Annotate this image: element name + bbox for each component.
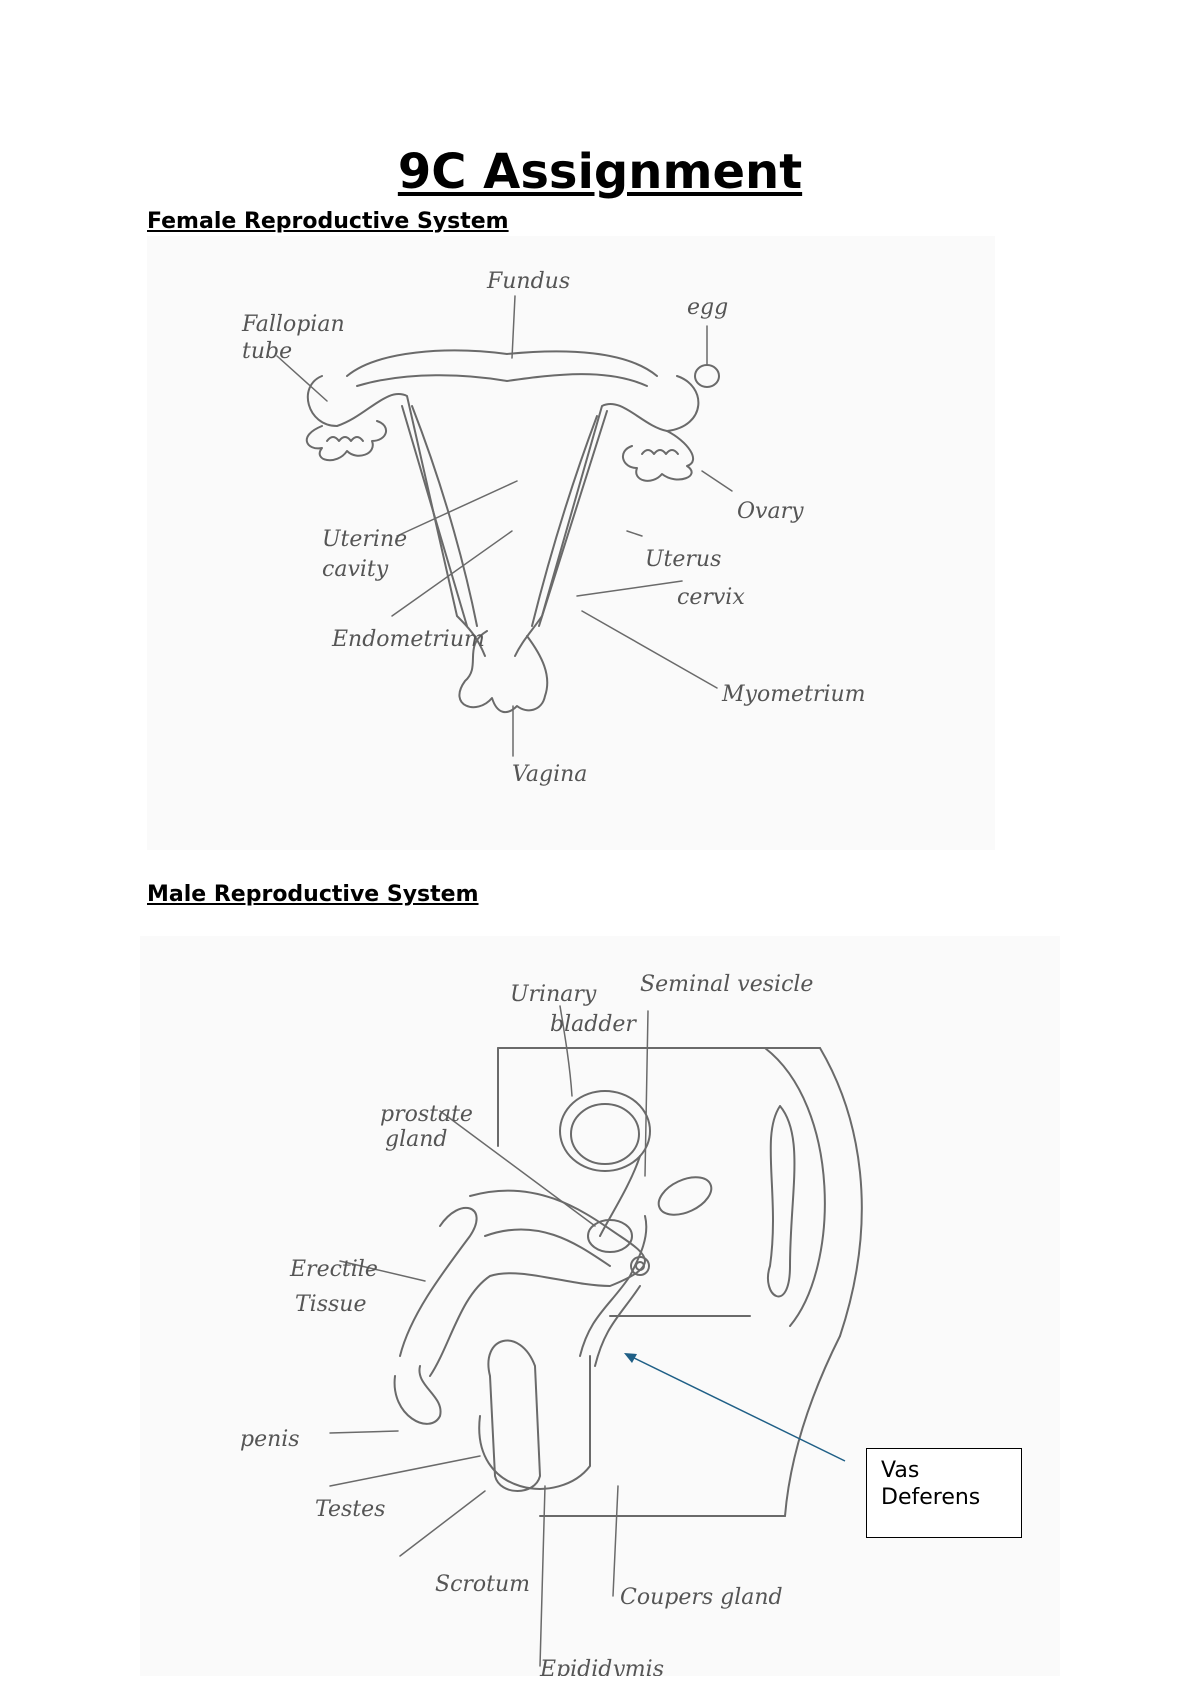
label-coupers-gland: Coupers gland [620,1585,783,1610]
uterus-drawing [306,349,720,714]
male-section-heading: Male Reproductive System [147,882,479,907]
female-labels: Fallopian tube Fundus egg Ovary Uterine … [241,269,866,787]
label-fundus: Fundus [486,269,570,294]
label-penis: penis [240,1427,300,1452]
label-fallopian-1: Fallopian [241,312,345,337]
vas-deferens-callout: Vas Deferens [866,1448,1022,1538]
label-uterus: Uterus [645,547,721,572]
label-egg: egg [687,295,728,320]
vas-deferens-arrow [624,1353,846,1462]
label-cervix: cervix [677,585,745,610]
label-endometrium: Endometrium [331,627,485,652]
label-uterine-2: cavity [322,557,389,582]
male-labels: Urinary bladder Seminal vesicle prostate… [240,972,813,1676]
label-vagina: Vagina [512,762,587,787]
male-diagram: Urinary bladder Seminal vesicle prostate… [140,936,1060,1676]
label-erectile-2: Tissue [295,1292,366,1317]
label-erectile-1: Erectile [289,1257,378,1282]
callout-line-2: Deferens [881,1485,981,1510]
label-fallopian-2: tube [242,339,292,364]
label-uterine-1: Uterine [322,527,407,552]
label-prostate-2: gland [385,1127,448,1152]
label-myometrium: Myometrium [721,682,866,707]
label-seminal-vesicle: Seminal vesicle [640,972,813,997]
female-leader-lines [276,295,733,757]
male-leader-lines [329,1005,649,1667]
male-anatomy-drawing [393,1047,863,1517]
page-title: 9C Assignment [397,144,803,200]
label-prostate-1: prostate [380,1102,473,1127]
label-urinary: Urinary [510,982,597,1007]
label-epididymis: Epididymis [539,1657,664,1676]
female-section-heading: Female Reproductive System [147,209,509,234]
label-bladder: bladder [550,1012,637,1037]
label-scrotum: Scrotum [435,1572,530,1597]
label-testes: Testes [315,1497,385,1522]
callout-line-1: Vas [881,1458,920,1483]
female-diagram: Fallopian tube Fundus egg Ovary Uterine … [147,236,995,850]
label-ovary: Ovary [737,499,804,524]
